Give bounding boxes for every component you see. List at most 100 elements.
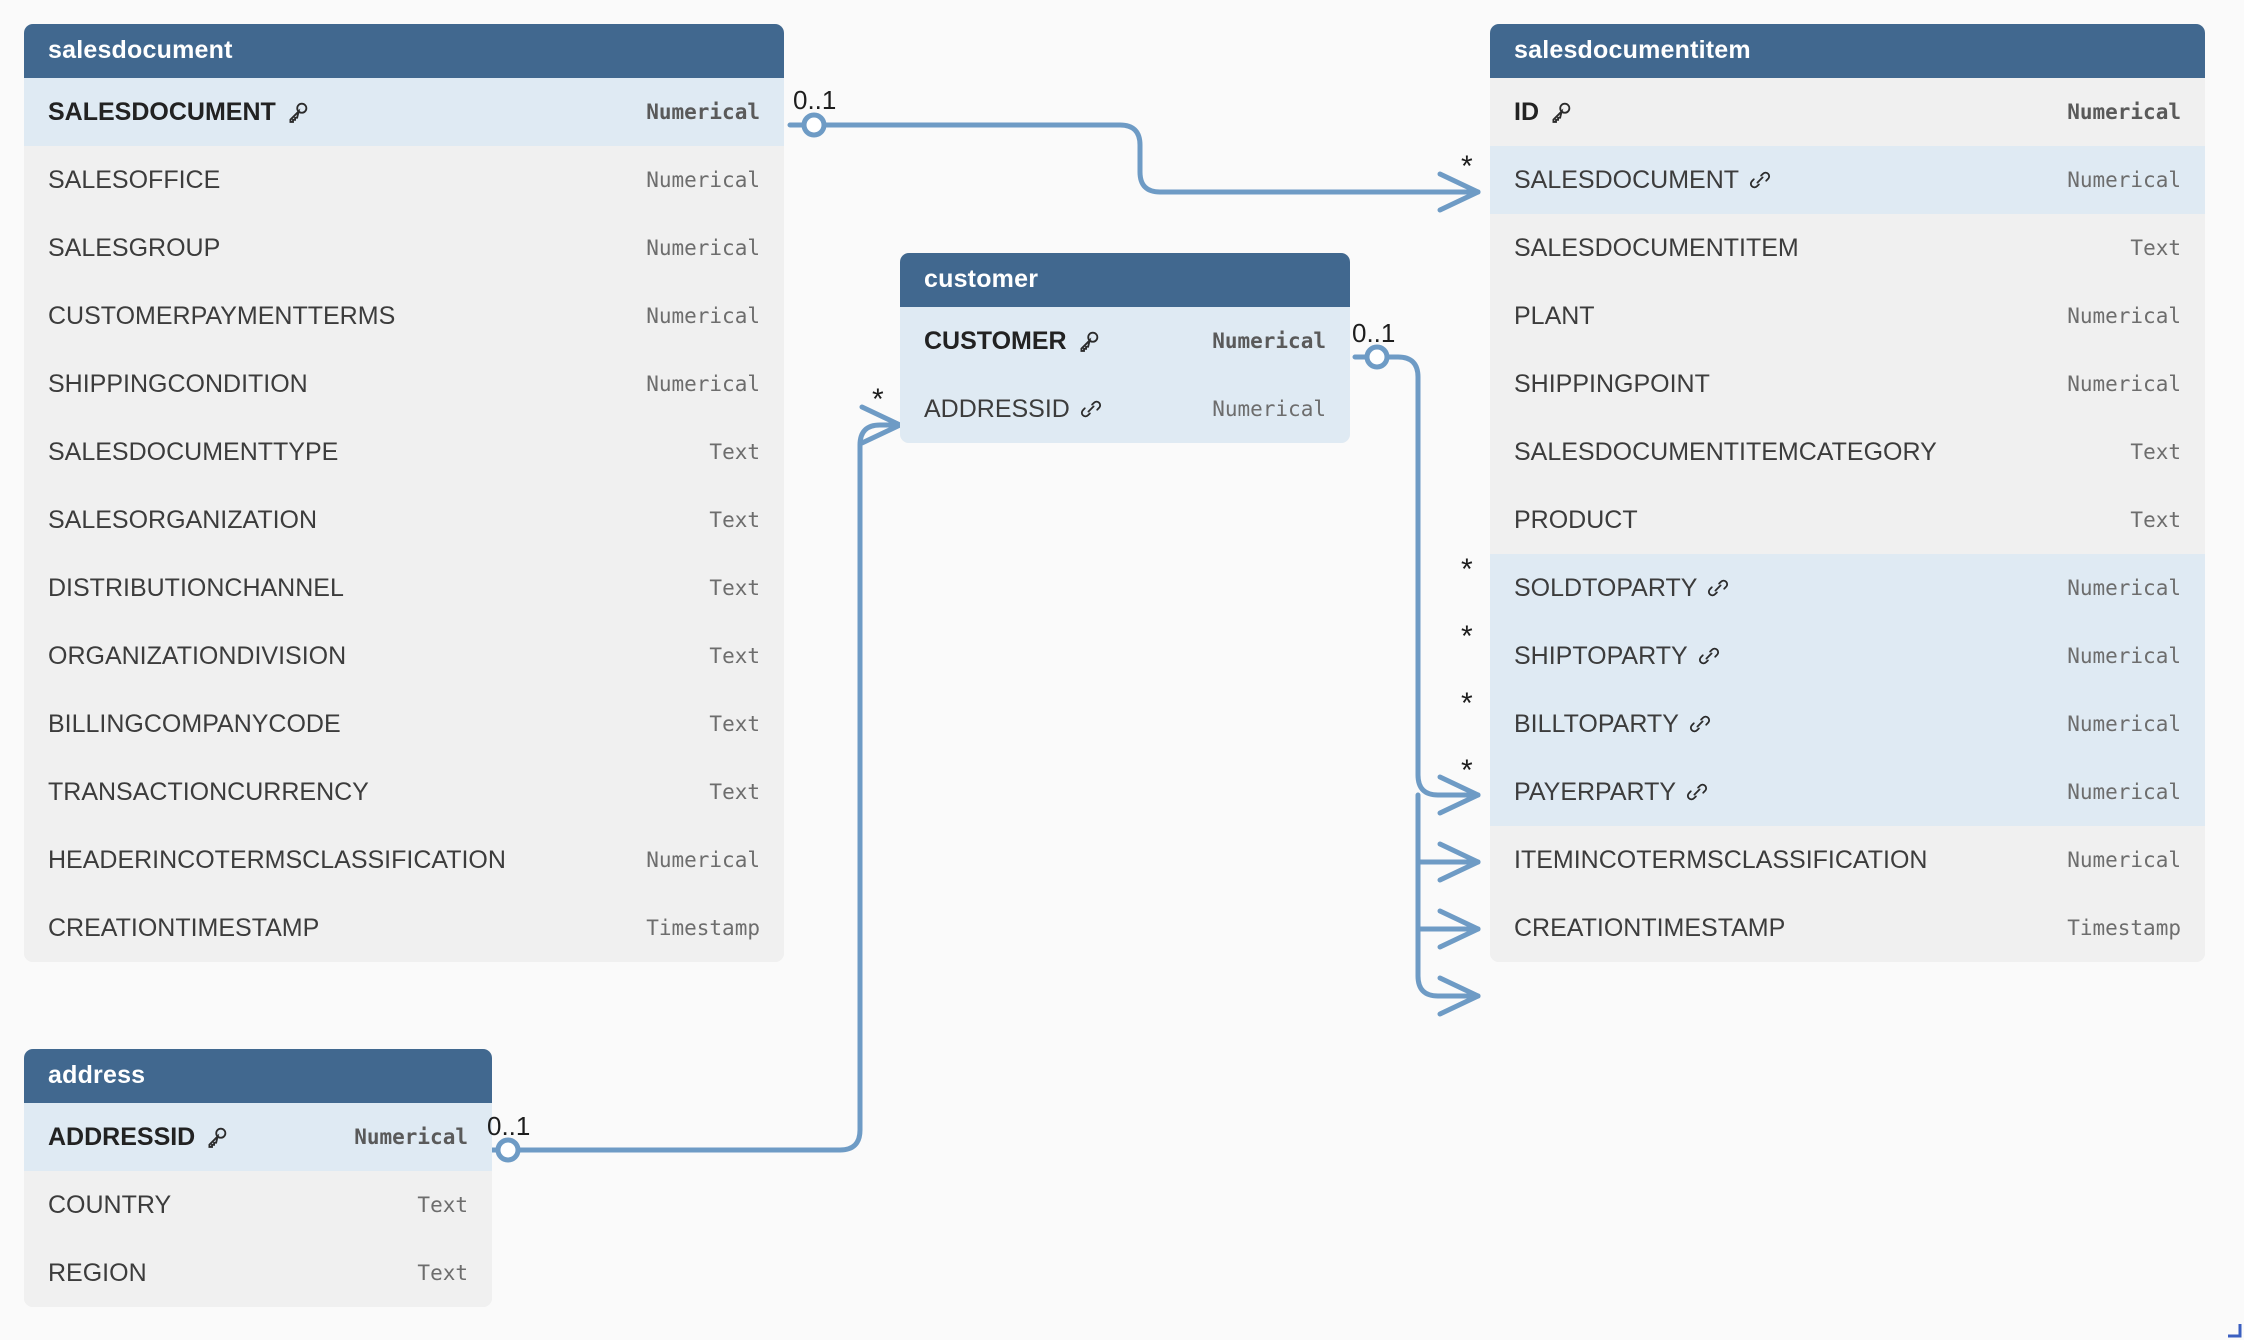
field-type: Timestamp bbox=[646, 916, 760, 940]
entity-salesdocument[interactable]: salesdocument SALESDOCUMENT Numerical SA… bbox=[24, 24, 784, 962]
field-name: SHIPTOPARTY bbox=[1514, 642, 1721, 671]
entity-customer[interactable]: customer CUSTOMER Numerical ADDRESSID Nu… bbox=[900, 253, 1350, 443]
entity-fields-customer: CUSTOMER Numerical ADDRESSID Numerical bbox=[900, 307, 1350, 443]
field-type: Numerical bbox=[354, 1125, 468, 1149]
field-row[interactable]: SOLDTOPARTY Numerical bbox=[1490, 554, 2205, 622]
field-type: Numerical bbox=[2067, 372, 2181, 396]
field-row[interactable]: PLANT Numerical bbox=[1490, 282, 2205, 350]
field-type: Numerical bbox=[2067, 780, 2181, 804]
field-name: SALESDOCUMENTITEMCATEGORY bbox=[1514, 437, 1937, 466]
field-row[interactable]: SHIPTOPARTY Numerical bbox=[1490, 622, 2205, 690]
field-row[interactable]: ITEMINCOTERMSCLASSIFICATION Numerical bbox=[1490, 826, 2205, 894]
field-name: SALESOFFICE bbox=[48, 165, 221, 194]
field-type: Text bbox=[2130, 440, 2181, 464]
field-row[interactable]: ADDRESSID Numerical bbox=[24, 1103, 492, 1171]
field-type: Numerical bbox=[646, 100, 760, 124]
field-type: Numerical bbox=[646, 304, 760, 328]
field-type: Numerical bbox=[1212, 397, 1326, 421]
entity-fields-salesdocument: SALESDOCUMENT Numerical SALESOFFICE Nume… bbox=[24, 78, 784, 962]
key-icon bbox=[1076, 328, 1102, 354]
field-name: CREATIONTIMESTAMP bbox=[1514, 913, 1786, 942]
field-row[interactable]: PAYERPARTY Numerical bbox=[1490, 758, 2205, 826]
field-name: ORGANIZATIONDIVISION bbox=[48, 641, 347, 670]
key-icon bbox=[285, 99, 311, 125]
resize-handle-icon[interactable] bbox=[2226, 1322, 2242, 1338]
cardinality-label-payerparty: * bbox=[1461, 754, 1473, 787]
field-name: CUSTOMER bbox=[924, 327, 1102, 356]
entity-address[interactable]: address ADDRESSID Numerical COUNTRY Text… bbox=[24, 1049, 492, 1307]
field-row[interactable]: SALESORGANIZATION Text bbox=[24, 486, 784, 554]
field-type: Timestamp bbox=[2067, 916, 2181, 940]
field-row[interactable]: SALESDOCUMENT Numerical bbox=[24, 78, 784, 146]
field-row[interactable]: SALESDOCUMENT Numerical bbox=[1490, 146, 2205, 214]
entity-salesdocumentitem[interactable]: salesdocumentitem ID Numerical SALESDOCU… bbox=[1490, 24, 2205, 962]
crowsfoot-billtoparty bbox=[1437, 908, 1481, 950]
field-row[interactable]: CREATIONTIMESTAMP Timestamp bbox=[1490, 894, 2205, 962]
cardinality-label-salesdocumentitem-salesdocument: * bbox=[1461, 150, 1473, 183]
field-name: SALESDOCUMENTTYPE bbox=[48, 437, 339, 466]
field-type: Text bbox=[709, 712, 760, 736]
entity-title-salesdocument[interactable]: salesdocument bbox=[24, 24, 784, 78]
field-name: PRODUCT bbox=[1514, 505, 1638, 534]
field-row[interactable]: SALESDOCUMENTITEMCATEGORY Text bbox=[1490, 418, 2205, 486]
field-row[interactable]: SALESDOCUMENTITEM Text bbox=[1490, 214, 2205, 282]
field-row[interactable]: PRODUCT Text bbox=[1490, 486, 2205, 554]
field-type: Numerical bbox=[2067, 168, 2181, 192]
field-row[interactable]: COUNTRY Text bbox=[24, 1171, 492, 1239]
link-icon bbox=[1688, 712, 1712, 736]
field-type: Numerical bbox=[2067, 576, 2181, 600]
field-row[interactable]: BILLTOPARTY Numerical bbox=[1490, 690, 2205, 758]
field-row[interactable]: ORGANIZATIONDIVISION Text bbox=[24, 622, 784, 690]
field-row[interactable]: REGION Text bbox=[24, 1239, 492, 1307]
field-name: CUSTOMERPAYMENTTERMS bbox=[48, 301, 396, 330]
entity-title-customer[interactable]: customer bbox=[900, 253, 1350, 307]
field-type: Numerical bbox=[2067, 100, 2181, 124]
field-type: Numerical bbox=[2067, 304, 2181, 328]
field-type: Text bbox=[417, 1261, 468, 1285]
entity-title-address[interactable]: address bbox=[24, 1049, 492, 1103]
field-row[interactable]: BILLINGCOMPANYCODE Text bbox=[24, 690, 784, 758]
field-row[interactable]: CUSTOMER Numerical bbox=[900, 307, 1350, 375]
field-type: Text bbox=[417, 1193, 468, 1217]
field-row[interactable]: CREATIONTIMESTAMP Timestamp bbox=[24, 894, 784, 962]
field-row[interactable]: SALESOFFICE Numerical bbox=[24, 146, 784, 214]
field-type: Numerical bbox=[646, 168, 760, 192]
field-name: ADDRESSID bbox=[924, 395, 1103, 424]
field-type: Text bbox=[709, 644, 760, 668]
entity-fields-salesdocumentitem: ID Numerical SALESDOCUMENT Numerical SAL… bbox=[1490, 78, 2205, 962]
field-row[interactable]: ID Numerical bbox=[1490, 78, 2205, 146]
field-row[interactable]: SHIPPINGPOINT Numerical bbox=[1490, 350, 2205, 418]
field-row[interactable]: SALESGROUP Numerical bbox=[24, 214, 784, 282]
field-name: ITEMINCOTERMSCLASSIFICATION bbox=[1514, 845, 1928, 874]
field-row[interactable]: CUSTOMERPAYMENTTERMS Numerical bbox=[24, 282, 784, 350]
field-type: Text bbox=[709, 780, 760, 804]
field-name: SOLDTOPARTY bbox=[1514, 574, 1730, 603]
field-name: SALESDOCUMENT bbox=[48, 98, 311, 127]
field-name: SALESORGANIZATION bbox=[48, 505, 318, 534]
field-type: Numerical bbox=[1212, 329, 1326, 353]
field-type: Numerical bbox=[646, 236, 760, 260]
field-name: PLANT bbox=[1514, 301, 1595, 330]
field-name: SALESDOCUMENT bbox=[1514, 166, 1772, 195]
entity-title-salesdocumentitem[interactable]: salesdocumentitem bbox=[1490, 24, 2205, 78]
field-row[interactable]: DISTRIBUTIONCHANNEL Text bbox=[24, 554, 784, 622]
field-name: TRANSACTIONCURRENCY bbox=[48, 777, 369, 806]
field-type: Text bbox=[2130, 236, 2181, 260]
field-type: Numerical bbox=[2067, 712, 2181, 736]
field-name: SALESDOCUMENTITEM bbox=[1514, 233, 1799, 262]
field-type: Numerical bbox=[646, 372, 760, 396]
field-row[interactable]: HEADERINCOTERMSCLASSIFICATION Numerical bbox=[24, 826, 784, 894]
link-icon bbox=[1706, 576, 1730, 600]
field-row[interactable]: SHIPPINGCONDITION Numerical bbox=[24, 350, 784, 418]
field-row[interactable]: TRANSACTIONCURRENCY Text bbox=[24, 758, 784, 826]
field-name: BILLTOPARTY bbox=[1514, 710, 1712, 739]
cardinality-label-customer-addressid: * bbox=[872, 383, 884, 416]
field-type: Text bbox=[709, 440, 760, 464]
field-name: ADDRESSID bbox=[48, 1123, 230, 1152]
field-name: HEADERINCOTERMSCLASSIFICATION bbox=[48, 845, 506, 874]
field-row[interactable]: SALESDOCUMENTTYPE Text bbox=[24, 418, 784, 486]
key-icon bbox=[204, 1124, 230, 1150]
field-name: REGION bbox=[48, 1258, 147, 1287]
field-row[interactable]: ADDRESSID Numerical bbox=[900, 375, 1350, 443]
